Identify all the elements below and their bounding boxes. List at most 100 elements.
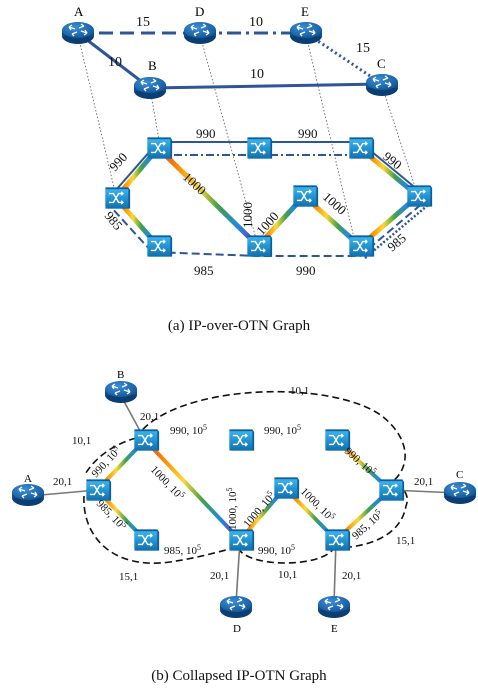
router-d: D — [219, 596, 253, 635]
link-label-bc: 10 — [250, 67, 264, 82]
graph-a-ip-over-otn: 15 10 15 10 10 A D E B — [61, 4, 433, 334]
otn-label: 990, 105 — [170, 423, 207, 437]
router-label: A — [74, 4, 84, 19]
collapsed-label-ad: 15,1 — [119, 571, 138, 583]
collapsed-link-labels-b: 10,1 10,1 15,1 10,1 15,1 — [72, 385, 415, 583]
ip-links-a — [77, 31, 383, 90]
otn-label: 985, 105 — [164, 543, 201, 557]
router-a: A — [11, 473, 45, 506]
collapsed-label-de: 10,1 — [278, 569, 297, 581]
access-label-b: 20,1 — [140, 411, 159, 423]
exponent: 5 — [197, 543, 201, 552]
router-label: D — [195, 4, 204, 19]
otn-label: 990 — [298, 126, 318, 141]
otn-switch — [348, 136, 375, 160]
otn-label: 1000, 105 — [225, 488, 239, 531]
router-label: E — [301, 4, 309, 19]
otn-switch — [246, 136, 273, 160]
otn-label: 985, 105 — [94, 496, 130, 532]
otn-label-text: 990, 10 — [170, 425, 204, 437]
router-c: C — [443, 469, 477, 504]
router-label: B — [117, 369, 124, 381]
access-label-c: 20,1 — [414, 476, 433, 488]
link-label-de: 10 — [249, 15, 263, 30]
access-label-d: 20,1 — [210, 570, 229, 582]
router-label: C — [456, 469, 463, 481]
otn-label-text: 990, 10 — [264, 425, 298, 437]
exponent: 5 — [120, 520, 129, 529]
link-label-ab: 10 — [108, 55, 122, 70]
router-b: B — [133, 58, 167, 99]
collapsed-links-b — [83, 390, 408, 564]
otn-switch — [228, 528, 255, 552]
otn-label: 1000, 105 — [148, 462, 188, 502]
router-c: C — [365, 56, 399, 96]
caption-a: (a) IP-over-OTN Graph — [168, 318, 311, 334]
exponent: 5 — [373, 507, 382, 516]
ip-link-labels-a: 15 10 15 10 10 — [108, 15, 370, 82]
access-label-e: 20,1 — [342, 570, 361, 582]
otn-label-text: 1000, 10 — [148, 464, 184, 500]
router-b: B — [104, 369, 138, 403]
router-label: B — [148, 58, 157, 73]
otn-label: 1000, 105 — [240, 489, 278, 530]
router-d: D — [183, 4, 217, 44]
otn-switch — [85, 478, 112, 502]
otn-label-text: 985, 10 — [164, 545, 198, 557]
otn-switch — [348, 234, 375, 258]
otn-switch — [246, 234, 273, 258]
router-e: E — [317, 596, 351, 635]
caption-b: (b) Collapsed IP-OTN Graph — [151, 668, 327, 684]
exponent: 5 — [297, 423, 301, 432]
router-label: D — [233, 623, 241, 635]
collapsed-label-ec: 15,1 — [396, 535, 415, 547]
otn-switch — [104, 186, 131, 210]
otn-label: 985 — [384, 230, 409, 254]
otn-switch — [133, 428, 160, 452]
otn-switch — [324, 528, 351, 552]
exponent: 5 — [265, 489, 274, 498]
exponent: 5 — [178, 490, 187, 499]
otn-switch — [292, 184, 319, 208]
otn-label: 1000 — [240, 202, 255, 228]
otn-label: 990, 105 — [88, 443, 123, 480]
exponent: 5 — [110, 443, 119, 452]
exponent: 5 — [291, 543, 295, 552]
exponent: 5 — [329, 511, 338, 520]
otn-label: 990, 105 — [342, 444, 379, 479]
link-label-ad: 15 — [136, 15, 150, 30]
otn-switch — [133, 528, 160, 552]
projection-lines — [77, 34, 419, 247]
otn-label: 985 — [194, 263, 214, 278]
exponent: 5 — [203, 423, 207, 432]
otn-label: 990, 105 — [258, 543, 295, 557]
router-label: E — [331, 623, 338, 635]
otn-switch — [406, 184, 433, 208]
router-e: E — [289, 4, 323, 44]
otn-label-text: 990, 10 — [258, 545, 292, 557]
router-label: A — [24, 473, 32, 485]
collapsed-label-ab: 10,1 — [72, 435, 91, 447]
otn-label: 990 — [296, 263, 316, 278]
otn-label-text: 1000, 10 — [298, 486, 334, 522]
otn-label-text: 1000, 10 — [227, 491, 239, 530]
exponent: 5 — [225, 488, 234, 492]
otn-switch — [273, 476, 300, 500]
otn-switch — [324, 428, 351, 452]
exponent: 5 — [370, 466, 379, 475]
otn-label: 985 — [102, 208, 126, 233]
router-label: C — [377, 56, 386, 71]
otn-label: 1000, 105 — [298, 484, 338, 524]
routers-a: A D E B C — [61, 4, 399, 99]
collapsed-label-bc: 10,1 — [290, 385, 309, 397]
otn-switch — [146, 136, 173, 160]
access-link-labels-b: 20,1 20,1 20,1 20,1 20,1 — [53, 411, 433, 582]
otn-switch — [146, 234, 173, 258]
graph-b-collapsed: B A C D E — [11, 369, 477, 684]
otn-label: 990 — [196, 126, 216, 141]
otn-label: 990 — [106, 149, 130, 174]
otn-label-text: 1000, 10 — [241, 493, 276, 530]
otn-switch — [228, 428, 255, 452]
router-a: A — [61, 4, 95, 44]
